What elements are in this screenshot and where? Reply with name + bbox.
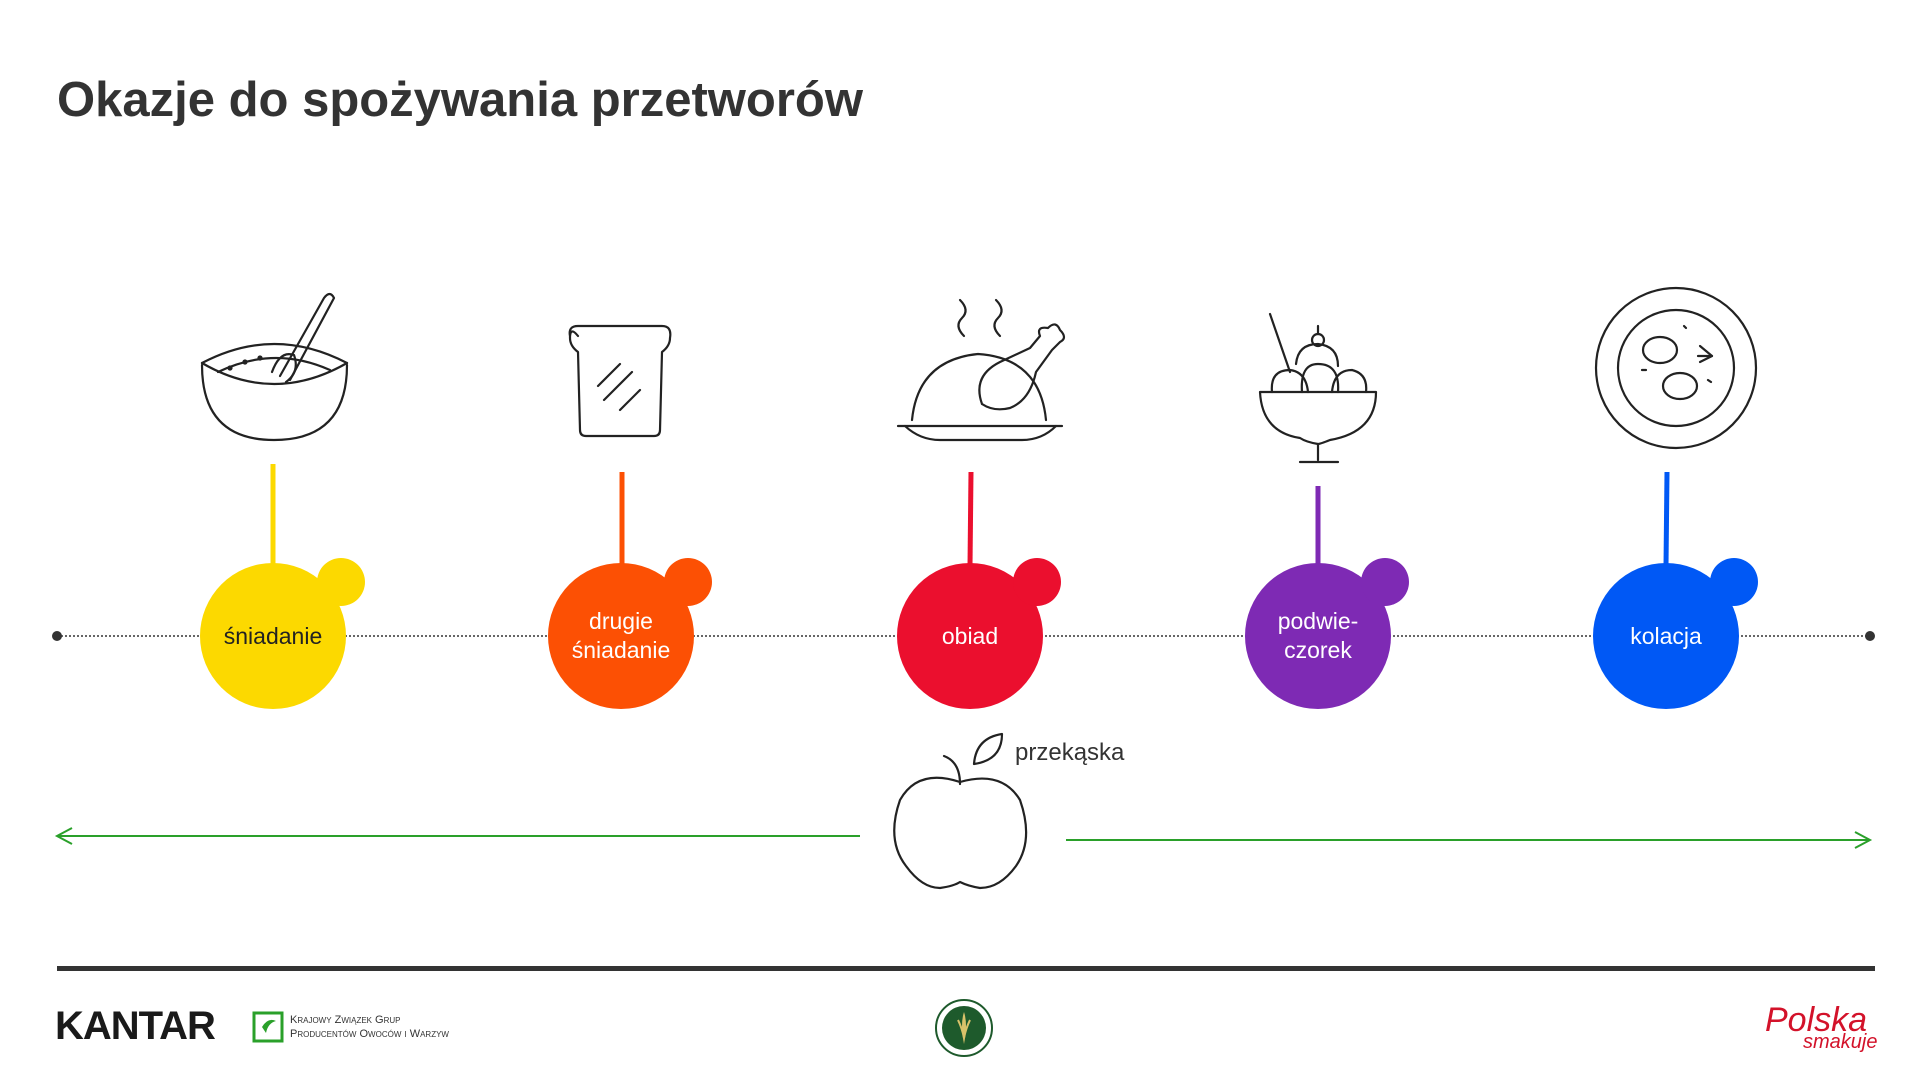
occasion-label-line: śniadanie [571,637,671,663]
occasion-label-obiad: obiad [895,561,1045,711]
occasion-bubble [1013,558,1061,606]
occasion-label-line: obiad [941,622,999,649]
polska-logo-line2: smakuje [1803,1031,1878,1053]
occasion-2 [548,472,712,709]
occasion-label-line: kolacja [1630,622,1702,649]
occasion-bubble [664,558,712,606]
occasion-label-line: śniadanie [223,622,323,649]
timeline-start-dot [52,631,62,641]
ice-cream-sundae-icon [1258,312,1378,464]
plate-with-eggs-icon [1594,286,1758,450]
occasion-label-line: podwie- [1277,608,1359,634]
occasion-label-sniadanie: śniadanie [198,561,348,711]
snack-arrow-right [1066,831,1873,849]
occasion-stem [1663,471,1670,567]
snack-arrow-left [54,827,860,845]
occasion-5 [1593,471,1758,709]
occasion-label-line: drugie [589,608,653,634]
polska-smakuje-logo: Polska smakuje [1765,1000,1880,1060]
polska-logo-line1: Polska [1765,1001,1868,1039]
occasion-stem [967,471,974,567]
roast-chicken-icon [896,298,1066,442]
occasion-label-podwieczorek: podwie- czorek [1243,561,1393,711]
occasion-circle [548,563,694,709]
occasion-label-drugie-sniadanie: drugie śniadanie [546,561,696,711]
occasion-circle [200,563,346,709]
kzgpow-line2: Producentów Owoców i Warzyw [290,1028,449,1040]
occasion-label-line: czorek [1284,637,1352,663]
apple-icon [893,732,1028,890]
occasion-bubble [1710,558,1758,606]
bowl-with-spoon-icon [200,292,349,442]
snack-label: przekąska [1015,739,1125,766]
occasion-bubble [317,558,365,606]
occasion-bubble [1361,558,1409,606]
occasion-circle [897,563,1043,709]
occasion-label-kolacja: kolacja [1591,561,1741,711]
kzgpow-logo: Krajowy Związek Grup Producentów Owoców … [252,1010,449,1044]
kzgpow-mark-icon [252,1011,284,1043]
kzgpow-line1: Krajowy Związek Grup [290,1014,401,1026]
ministry-of-agriculture-seal-icon [935,999,993,1057]
occasion-circle [1593,563,1739,709]
footer-divider [57,966,1875,971]
occasion-4 [1245,486,1409,709]
kantar-logo: KANTAR [55,1004,216,1048]
page-title: Okazje do spożywania przetworów [57,73,863,127]
timeline-end-dot [1865,631,1875,641]
occasion-3 [897,471,1061,709]
occasion-circle [1245,563,1391,709]
occasion-1 [200,464,365,709]
toast-icon [568,324,672,438]
